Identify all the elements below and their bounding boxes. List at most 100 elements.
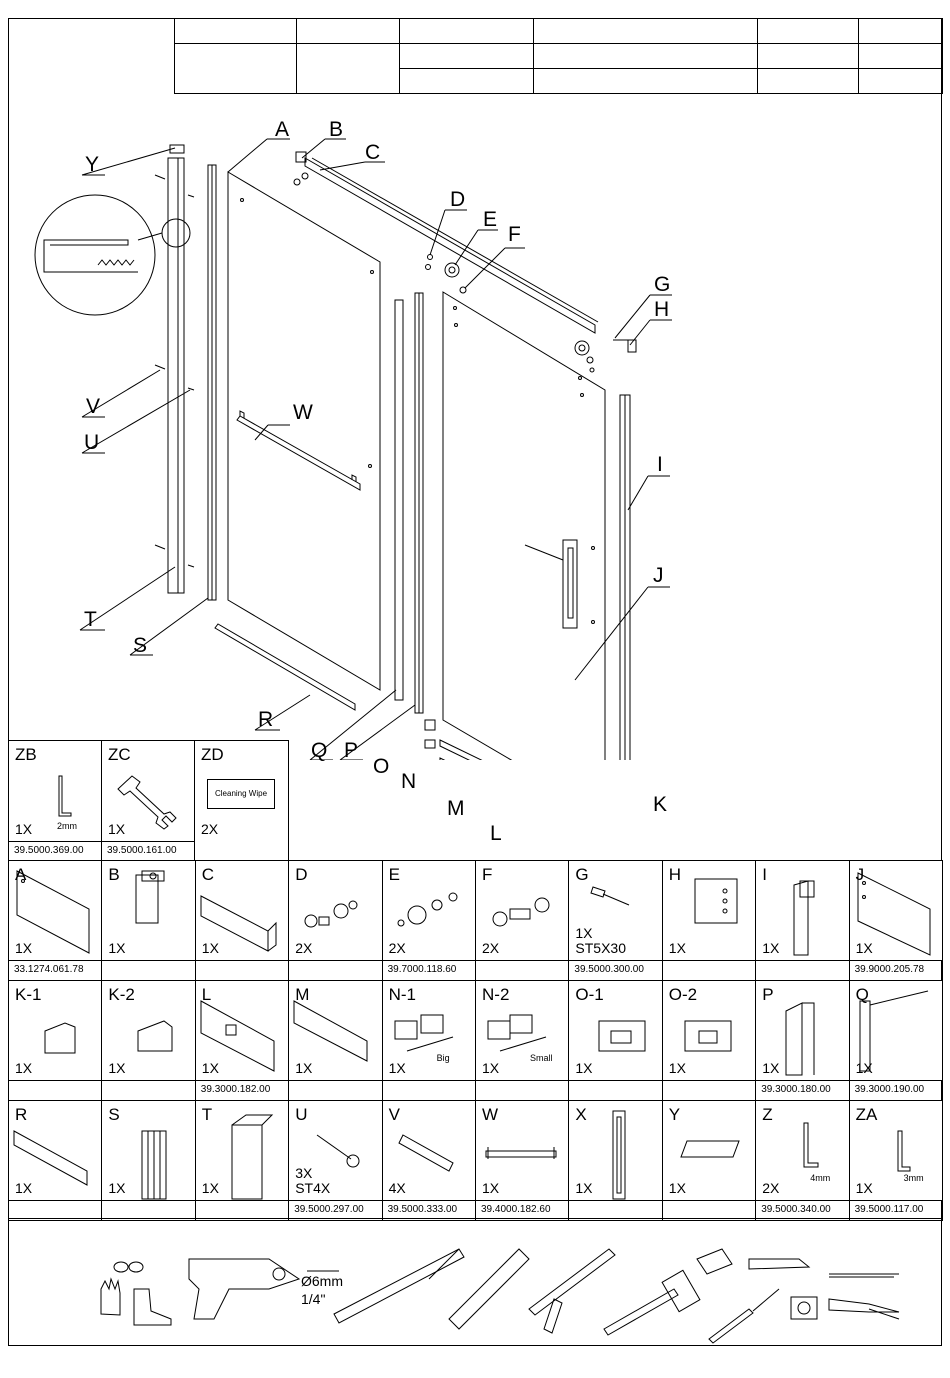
part-id: ZD xyxy=(201,745,224,764)
part-cell-ZD: ZD Cleaning Wipe 2X xyxy=(194,740,289,862)
part-id: D xyxy=(295,865,308,884)
part-id: W xyxy=(482,1105,499,1124)
part-cell-W: W 1X xyxy=(475,1100,570,1201)
part-cell-D: D 2X xyxy=(288,860,383,961)
part-qty: 1X xyxy=(575,1180,593,1196)
part-cell-A: A 1X xyxy=(8,860,103,961)
part-note: 2mm xyxy=(57,821,77,831)
part-qty: 1X xyxy=(295,1060,313,1076)
part-qty: 1X xyxy=(482,1180,500,1196)
part-qty: 2X xyxy=(295,940,313,956)
part-id: Z xyxy=(762,1105,773,1124)
part-code-H xyxy=(661,960,757,981)
part-code-J: 39.9000.205.78 xyxy=(848,960,943,981)
screwdriver-icon xyxy=(708,1288,780,1344)
part-qty: 1X xyxy=(201,1060,219,1076)
part-note: 3mm xyxy=(903,1173,924,1183)
part-code-ZB: 39.5000.369.00 xyxy=(8,841,102,861)
drill-bit-size-inch: 1/4" xyxy=(301,1291,326,1307)
part-id: V xyxy=(388,1105,400,1124)
hacksaw-icon xyxy=(428,1248,530,1330)
part-code-O-2 xyxy=(661,1080,757,1101)
part-code-L: 39.3000.182.00 xyxy=(194,1080,290,1101)
part-qty: 1X xyxy=(15,1180,33,1196)
part-qty: 1X xyxy=(108,821,126,837)
cleaning-wipe-pack: Cleaning Wipe xyxy=(207,779,275,809)
part-code-F xyxy=(475,960,570,981)
part-code-O-1 xyxy=(568,1080,663,1101)
part-id: X xyxy=(575,1105,587,1124)
fixed-panel xyxy=(227,171,381,691)
part-id: ZC xyxy=(108,745,131,764)
part-code-D xyxy=(288,960,383,981)
part-id: S xyxy=(108,1105,120,1124)
part-qty: 1X ST5X30 xyxy=(575,925,626,956)
part-id: A xyxy=(15,865,27,884)
part-qty: 1X xyxy=(668,1060,686,1076)
part-qty: 4X xyxy=(388,1180,406,1196)
part-id: N-1 xyxy=(388,985,416,1004)
part-code-G: 39.5000.300.00 xyxy=(568,960,663,981)
part-id: L xyxy=(201,985,212,1004)
part-qty: 1X xyxy=(108,1060,126,1076)
part-id: T xyxy=(201,1105,213,1124)
part-qty: 1X xyxy=(388,1060,406,1076)
part-code-M xyxy=(288,1080,383,1101)
part-qty: 2X xyxy=(201,821,219,837)
detail-circle xyxy=(34,194,156,316)
part-qty: 1X xyxy=(668,1180,686,1196)
part-cell-Y: Y 1X xyxy=(661,1100,757,1201)
part-id: O-1 xyxy=(575,985,604,1004)
part-code-B xyxy=(101,960,196,981)
safety-goggles-icon xyxy=(113,1261,144,1273)
top-rail xyxy=(304,157,596,334)
part-qty: 1X xyxy=(15,821,33,837)
part-id: K-2 xyxy=(108,985,135,1004)
tape-measure-icon xyxy=(790,1296,818,1320)
part-id: C xyxy=(201,865,215,884)
part-code-A: 33.1274.061.78 xyxy=(8,960,103,981)
mallet-icon xyxy=(603,1269,701,1336)
part-id: N-2 xyxy=(482,985,510,1004)
part-cell-K-2: K-2 1X xyxy=(101,980,196,1081)
part-id: ZA xyxy=(855,1105,878,1124)
part-cell-X: X 1X xyxy=(568,1100,663,1201)
part-code-K-2 xyxy=(101,1080,196,1101)
part-id: Y xyxy=(668,1105,681,1124)
part-qty: 1X xyxy=(108,940,126,956)
tools-illustration xyxy=(100,1248,900,1344)
part-qty: 1X xyxy=(855,940,873,956)
gloves-icon xyxy=(100,1277,121,1316)
part-code-N-1 xyxy=(381,1080,476,1101)
part-code-C xyxy=(194,960,290,981)
part-note: Small xyxy=(530,1053,553,1063)
part-note: Big xyxy=(436,1053,450,1063)
wall-profile xyxy=(167,157,185,594)
part-cell-ZC: ZC 1X xyxy=(101,740,195,842)
part-id: R xyxy=(15,1105,28,1124)
part-qty: 1X xyxy=(15,1060,33,1076)
part-id: H xyxy=(668,865,682,884)
part-id: J xyxy=(855,865,865,884)
utility-knife-icon xyxy=(748,1258,811,1270)
part-note: 4mm xyxy=(810,1173,831,1183)
drill-bit-size: Ø6mm xyxy=(301,1273,343,1289)
part-qty: 1X xyxy=(668,940,686,956)
pencil-icon xyxy=(829,1273,899,1278)
part-qty: 2X xyxy=(482,940,500,956)
tools-row: Ø6mm 1/4" xyxy=(8,1218,942,1346)
sanding-block-icon xyxy=(696,1248,733,1275)
part-qty: 1X xyxy=(201,940,219,956)
part-qty: 1X xyxy=(15,940,33,956)
